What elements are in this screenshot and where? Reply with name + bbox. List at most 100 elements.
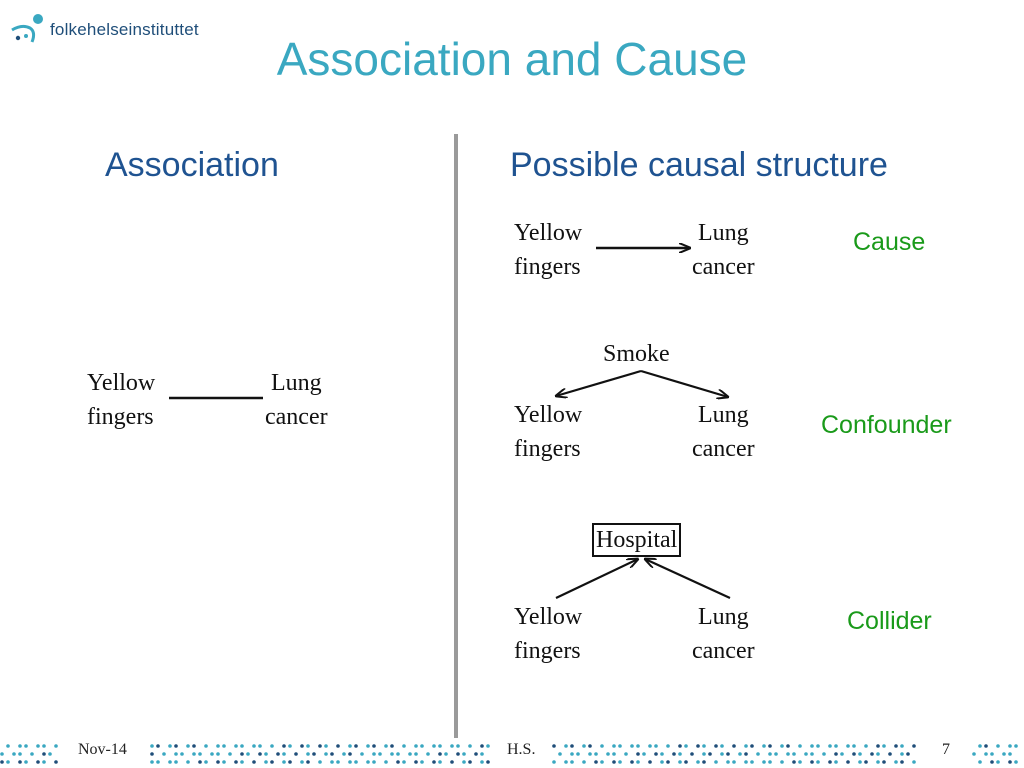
footer-dot [588, 744, 592, 748]
footer-dot [240, 744, 244, 748]
footer-dot [456, 744, 460, 748]
footer-dot [576, 752, 580, 756]
footer-dot [888, 752, 892, 756]
footer-dot [54, 760, 58, 764]
footer-dot [762, 744, 766, 748]
footer-dot [186, 744, 190, 748]
footer-dot [768, 752, 772, 756]
footer-dot [840, 752, 844, 756]
collider-arrow-from-lung-cancer [645, 559, 731, 599]
footer-dot [684, 744, 688, 748]
footer-dot [654, 752, 658, 756]
logo-icon [11, 14, 43, 43]
footer-dot [216, 744, 220, 748]
footer-dot [882, 760, 886, 764]
footer-dot [264, 752, 268, 756]
footer-dot [714, 744, 718, 748]
footer-dot [42, 744, 46, 748]
collider-node-a-line2: fingers [514, 638, 581, 664]
footer-dot [582, 760, 586, 764]
collider-node-lung-cancer: Lung cancer [692, 600, 755, 668]
footer-dot [978, 760, 982, 764]
footer-dot [810, 760, 814, 764]
confounder-node-lung-cancer: Lung cancer [692, 398, 755, 466]
footer-dot [306, 752, 310, 756]
cause-label: Cause [853, 228, 926, 256]
footer-dot [612, 760, 616, 764]
footer-dot [984, 744, 988, 748]
footer-dot [150, 752, 154, 756]
footer-dot [672, 752, 676, 756]
footer-dot [816, 760, 820, 764]
footer-dot [456, 752, 460, 756]
footer-dot [912, 744, 916, 748]
confounder-top-smoke: Smoke [603, 341, 670, 367]
footer-dot [186, 760, 190, 764]
footer-dot [198, 752, 202, 756]
footer-dot [834, 744, 838, 748]
footer-dot [738, 752, 742, 756]
footer-dot [630, 744, 634, 748]
footer-dot [666, 760, 670, 764]
footer-dot [234, 760, 238, 764]
footer-dot [24, 760, 28, 764]
footer-dot [858, 760, 862, 764]
confounder-node-b-line1: Lung [697, 402, 749, 428]
footer-dot [1014, 744, 1018, 748]
footer-dot [750, 760, 754, 764]
footer-dot [396, 752, 400, 756]
footer-dot [1008, 752, 1012, 756]
footer-dot [852, 744, 856, 748]
footer-dot [414, 760, 418, 764]
footer-author: H.S. [503, 741, 540, 759]
footer-dot [360, 752, 364, 756]
footer-dot [312, 752, 316, 756]
footer-dot [342, 752, 346, 756]
footer-dot [822, 752, 826, 756]
footer-dot [972, 752, 976, 756]
footer-dot [222, 744, 226, 748]
footer-dot [270, 760, 274, 764]
footer-dot [720, 752, 724, 756]
confounder-node-b-line2: cancer [692, 436, 755, 462]
footer-dot [570, 760, 574, 764]
footer-dot [828, 744, 832, 748]
footer-dot [18, 760, 22, 764]
footer-dot [678, 744, 682, 748]
footer-dot [318, 760, 322, 764]
footer-dot [558, 752, 562, 756]
footer-date: Nov-14 [74, 741, 131, 759]
footer-dot [732, 760, 736, 764]
footer-dot [6, 744, 10, 748]
confounder-node-a-line1: Yellow [514, 402, 583, 428]
footer-dot [588, 752, 592, 756]
footer-dot [156, 760, 160, 764]
footer-dot [996, 744, 1000, 748]
footer-dot [780, 744, 784, 748]
footer-dot [876, 744, 880, 748]
footer-dot [834, 760, 838, 764]
footer-dot [618, 760, 622, 764]
footer-dot [42, 752, 46, 756]
footer-dot [468, 744, 472, 748]
assoc-node-a-line1: Yellow [87, 370, 156, 396]
footer-dot [18, 752, 22, 756]
footer-dot [804, 752, 808, 756]
footer-dot [894, 744, 898, 748]
confounder-label: Confounder [821, 411, 952, 439]
footer-dot [402, 760, 406, 764]
footer-dot [384, 744, 388, 748]
footer-dot [300, 760, 304, 764]
footer-dot [846, 760, 850, 764]
footer-dot [720, 744, 724, 748]
footer-dot [372, 744, 376, 748]
footer-dot [300, 744, 304, 748]
footer-dot [330, 752, 334, 756]
footer-dot [414, 744, 418, 748]
footer-dot [306, 760, 310, 764]
footer-dot [714, 760, 718, 764]
footer-dot [258, 752, 262, 756]
footer-dot [792, 760, 796, 764]
footer-dot [750, 744, 754, 748]
cause-node-lung-cancer: Lung cancer [692, 216, 755, 284]
